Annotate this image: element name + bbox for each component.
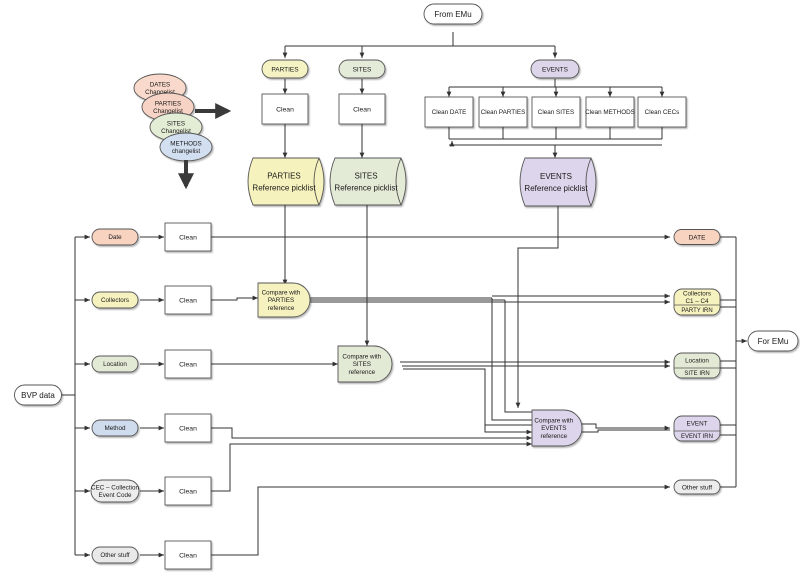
output-other-stuff-label: Other stuff [682, 484, 712, 491]
events-clean-box-2-label: Clean PARTIES [481, 109, 526, 116]
clean-other-box-label: Clean [179, 552, 197, 559]
parties-clean-box: Clean [261, 93, 309, 125]
clean-cec-box: Clean [164, 476, 212, 506]
output-date-label: DATE [689, 234, 707, 241]
clean-method-box-label: Clean [179, 425, 197, 432]
clean-date-box-label: Clean [179, 234, 197, 241]
bvp-data-node: BVP data [14, 384, 62, 406]
picklist-parties-title: PARTIES [267, 171, 301, 180]
parties-clean-box-label: Clean [276, 106, 294, 113]
connector [581, 423, 670, 431]
clean-location-box-label: Clean [179, 361, 197, 368]
output-event-sub-label: EVENT IRN [681, 434, 713, 440]
clean-cec-box-label: Clean [179, 488, 197, 495]
clean-other-box: Clean [164, 540, 212, 570]
field-date: Date [91, 228, 139, 246]
reference-parties: PARTIES [261, 59, 309, 79]
events-clean-box-4: Clean METHODS [585, 96, 635, 128]
events-clean-box-1-label: Clean DATE [432, 109, 467, 116]
sites-clean-box-label: Clean [353, 106, 371, 113]
connector-lines [62, 32, 747, 558]
connector [211, 441, 532, 492]
events-clean-box-2: Clean PARTIES [478, 96, 528, 128]
picklist-events-subtitle: Reference picklist [524, 184, 588, 193]
clean-method-box: Clean [164, 413, 212, 443]
from-emu-node-label: From EMu [434, 10, 471, 19]
reference-parties-label: PARTIES [271, 66, 299, 73]
field-method-label: Method [104, 425, 126, 432]
reference-events-label: EVENTS [542, 66, 569, 73]
clean-date-box: Clean [164, 222, 212, 252]
sites-clean-box: Clean [338, 93, 386, 125]
field-collectors-label: Collectors [101, 297, 129, 304]
events-clean-box-1: Clean DATE [424, 96, 474, 128]
reference-sites-label: SITES [353, 66, 372, 73]
connector [211, 427, 532, 441]
picklist-events-title: EVENTS [540, 172, 572, 181]
picklist-parties-subtitle: Reference picklist [252, 183, 316, 192]
output-location-sub-label: SITE IRN [684, 371, 709, 377]
clean-collectors-box: Clean [164, 285, 212, 315]
clean-location-box: Clean [164, 349, 212, 379]
bvp-data-node-label: BVP data [21, 391, 55, 400]
events-clean-box-3-label: Clean SITES [538, 109, 574, 116]
output-event: EVENT EVENT IRN [673, 415, 721, 442]
for-emu-node: For EMu [747, 330, 799, 352]
output-collectors-sub-label: PARTY IRN [681, 308, 712, 314]
events-clean-box-3: Clean SITES [531, 96, 581, 128]
picklist-sites-title: SITES [354, 171, 377, 180]
clean-collectors-box-label: Clean [179, 297, 197, 304]
connector [504, 300, 532, 413]
field-date-label: Date [108, 234, 122, 241]
field-method: Method [91, 419, 139, 437]
connector [515, 206, 559, 408]
output-event-label: EVENT [687, 421, 708, 428]
field-location-label: Location [103, 361, 127, 368]
field-other-label: Other stuff [100, 552, 130, 559]
reference-events: EVENTS [530, 59, 580, 79]
picklist-sites-subtitle: Reference picklist [334, 183, 398, 192]
field-location: Location [91, 355, 139, 373]
output-location-label: Location [685, 358, 709, 365]
connector [491, 298, 532, 421]
connector [484, 369, 532, 426]
connector [581, 429, 670, 433]
events-clean-box-5-label: Clean CECs [645, 109, 680, 116]
events-clean-box-4-label: Clean METHODS [585, 109, 635, 116]
from-emu-node: From EMu [423, 3, 483, 25]
connector [403, 368, 532, 435]
for-emu-node-label: For EMu [758, 337, 789, 346]
field-collectors: Collectors [91, 291, 139, 309]
output-other-stuff: Other stuff [673, 479, 721, 495]
picklist-sites: SITES Reference picklist [329, 157, 407, 206]
output-date: DATE [673, 229, 721, 245]
connector [211, 484, 670, 556]
reference-sites: SITES [338, 59, 386, 79]
picklist-parties: PARTIES Reference picklist [247, 157, 325, 206]
picklist-events: EVENTS Reference picklist [519, 157, 597, 207]
field-other: Other stuff [91, 546, 139, 564]
connector [211, 295, 258, 301]
events-clean-box-5: Clean CECs [637, 96, 687, 128]
